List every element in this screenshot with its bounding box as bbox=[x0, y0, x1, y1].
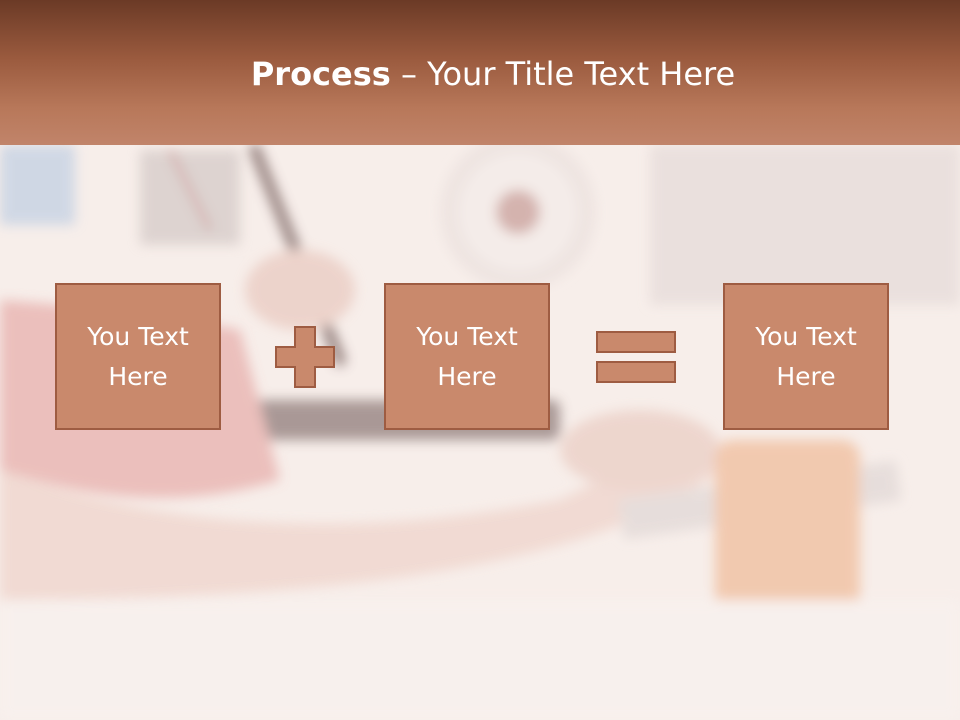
plus-icon bbox=[275, 326, 335, 388]
process-box-2-text: You Text Here bbox=[416, 321, 518, 391]
process-box-1-text: You Text Here bbox=[87, 321, 189, 391]
process-box-3[interactable]: You Text Here bbox=[723, 283, 889, 430]
process-box-3-text: You Text Here bbox=[755, 321, 857, 391]
title-rest: – Your Title Text Here bbox=[390, 55, 736, 93]
title-bold: Process bbox=[250, 55, 391, 93]
process-box-2[interactable]: You Text Here bbox=[384, 283, 550, 430]
equals-icon bbox=[596, 331, 676, 383]
page-title: Process – Your Title Text Here bbox=[0, 52, 960, 96]
title-bar: Process – Your Title Text Here bbox=[0, 0, 960, 145]
process-box-1[interactable]: You Text Here bbox=[55, 283, 221, 430]
